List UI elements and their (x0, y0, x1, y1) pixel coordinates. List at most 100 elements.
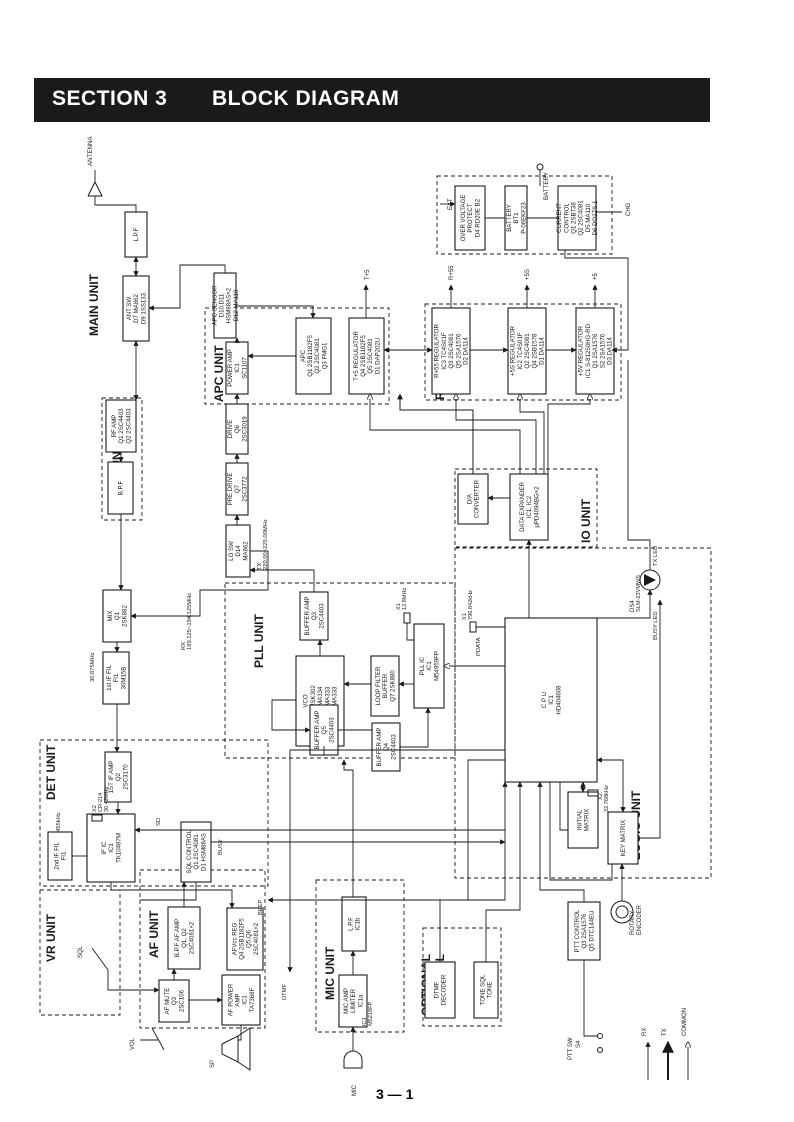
mic-amp-label-0: MIC AMP (343, 988, 350, 1014)
r55-text: R+55 (449, 265, 455, 280)
af-power-amp-label-1: AMP (235, 993, 242, 1006)
apc-label-2: Q2 2SC4081 (314, 338, 321, 374)
xtal1-text: X1 (396, 603, 402, 610)
buffer-amp-mid-label-2: 2SC4403 (328, 717, 335, 743)
first-if-amp-label-1: Q2 (115, 772, 122, 781)
afvcc-reg-label-1: Q4 2SB1182F5 (239, 918, 246, 960)
cpu-initial-link (559, 782, 568, 831)
cpu-to-key-matrix (596, 757, 626, 813)
buffer-amp-mid-label-0: BUFFER AMP (314, 711, 321, 750)
buffer-amp-bot-label-2: 2SC4403 (390, 734, 397, 760)
cpu-key-link (549, 782, 613, 881)
battery-terminal-text: BATTERY (543, 172, 550, 200)
vol-pot (151, 1027, 165, 1051)
buffer-amp-bot-label-1: Q4 (383, 742, 390, 751)
dtmf-line (287, 749, 505, 973)
rf-amp-block (105, 399, 137, 453)
apc-sensor-label-2: HSM88AS×2 (226, 287, 233, 323)
data-exp-label-2: μPD4094BG×2 (533, 486, 540, 528)
lpf-mic-label-0: L.P.F (348, 917, 355, 931)
r55-reg-block (431, 307, 471, 395)
ant-sw-label-2: D9 1SS133 (140, 292, 147, 324)
if-ic-label-0: IF IC (101, 841, 108, 855)
vol-text: VOL (130, 1037, 136, 1050)
first-if-fil-label-2: 30M15B (120, 667, 127, 690)
s5-reg-block (507, 307, 547, 395)
s4-text: S4 (576, 1040, 582, 1048)
sql-text: SQL (78, 945, 84, 958)
v5-text: +5 (593, 272, 599, 280)
af-mute-block (158, 979, 190, 1023)
battery-label-2: P-06EKF23 (520, 202, 527, 234)
data-exp-label-1: IC1, IC2 (526, 495, 533, 518)
page-number: 3 — 1 (376, 1086, 414, 1102)
io-unit-label: IO UNIT (579, 498, 593, 543)
main-unit-label: MAIN UNIT (87, 273, 101, 336)
legend-common-text: COMMON (682, 1008, 688, 1036)
battery-label-0: BATTERY (506, 204, 513, 232)
v5-reg-label-1: IC1 S-81250HG-RD (585, 323, 592, 378)
af-power-amp-label-2: IC1 (242, 995, 249, 1005)
if-ic-label-2: TK10487M (115, 833, 122, 863)
ds4-text: DS4 (630, 600, 636, 612)
afvcc-reg-label-2: Q5,Q6 (246, 929, 253, 948)
power-amp-label-1: IC1 (234, 363, 241, 373)
apc-unit-label: APC UNIT (212, 345, 226, 402)
ptt-control-label-2: Q5 DTC144EU (588, 911, 595, 952)
vco-label-4: D4 MA333 (332, 686, 339, 715)
v5-reg-label-3: S2 2SA1576 (599, 333, 606, 368)
buffer-amp-top-label-1: Q3 (311, 611, 318, 620)
vr-unit-label: VR UNIT (44, 913, 58, 962)
t5-reg-label-2: Q5 2SC4081 (367, 338, 374, 374)
ptt-control-label-1: Q3 2SA1576 (581, 913, 588, 949)
da-conv-block (457, 473, 489, 525)
first-if-amp-label-0: 1ST IF AMP (108, 761, 115, 794)
over-voltage-label-0: OVER VOLTAGE (460, 195, 467, 242)
s5-reg-label-2: Q2 2SC4081 (524, 333, 531, 369)
s5-text: +5S (525, 269, 531, 280)
power-amp-label-2: SC1107 (241, 357, 248, 379)
led-drive (597, 589, 653, 619)
apc-label-1: Q1 2SB1182F5 (307, 335, 314, 377)
data-exp-block (509, 473, 549, 541)
lo-sw-block (225, 524, 251, 578)
ptt-sw-text: PTT SW (568, 1037, 574, 1060)
vco-to-buffer-mid-loop (271, 699, 311, 733)
busy-text: BUSY (218, 839, 224, 855)
battery-terminal (536, 163, 544, 171)
current-ctrl-block (557, 185, 597, 251)
apc-unit-frame (204, 307, 390, 405)
apc-sensor-label-0: APC SENSOR (211, 285, 218, 326)
t5-reg-label-3: D1 DAP202U (374, 338, 381, 375)
initial-matrix-label-0: INITIAL (577, 809, 584, 830)
speaker-symbol (221, 1035, 239, 1063)
pre-drive-label-1: Q7 (234, 484, 241, 493)
af-power-amp-label-3: TA7368F (249, 987, 256, 1012)
mic-unit-frame (315, 879, 405, 1033)
sql-control-label-0: SQL CONTROL (186, 830, 193, 874)
sp-text: SP (210, 1060, 216, 1068)
prt-unit-frame (436, 175, 613, 255)
dtmf-text: DTMF (282, 983, 288, 1000)
drive-label-1: Q6 (234, 424, 241, 433)
xtal-cpu1-freq-text: 796.842kHz (468, 590, 474, 620)
af-power-amp-label-0: AF POWER (227, 983, 234, 1016)
rf-amp-label-1: Q1 2SC4403 (118, 408, 125, 444)
rf-amp-label-2: Q2 2SC4403 (125, 408, 132, 444)
r55-reg-label-0: R+55 REGULATOR (434, 324, 441, 378)
r55-reg-label-2: Q3 2SC4081 (448, 333, 455, 369)
tx-freq2-text: 220.00~225.00MHz (263, 519, 269, 570)
key-matrix-label-0: KEY MATRIX (620, 820, 627, 856)
key-matrix-to-led (638, 599, 663, 839)
mic-amp-label-2: IC1a (357, 994, 364, 1007)
apc-label-0: APC (300, 349, 307, 362)
data-exp-label-0: DATA EXPANDER (519, 482, 526, 532)
tone-sql-block (473, 961, 499, 1019)
legend-rx-text: RX (642, 1028, 648, 1036)
vr-unit-frame (39, 889, 121, 1016)
loop-filter-label-0: LOOP FILTER (375, 666, 382, 706)
apc-label-3: Q3 FMG1 (321, 342, 328, 369)
af-mute-label-2: 2SC106 (178, 989, 185, 1012)
cpu-label-1: IC1 (548, 695, 555, 705)
